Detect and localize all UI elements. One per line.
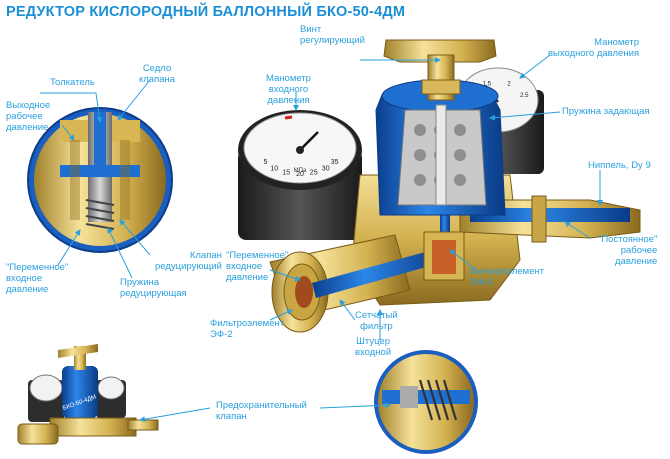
gauge-tick-label: 10	[270, 165, 278, 172]
gauge-tick-label: 2.5	[520, 93, 529, 99]
safety-valve-inset	[374, 350, 478, 454]
spring-housing	[375, 79, 506, 216]
inlet-gauge	[238, 110, 362, 240]
gauge-tick-label: 15	[282, 170, 290, 177]
page-title: РЕДУКТОР КИСЛОРОДНЫЙ БАЛЛОННЫЙ БКО-50-4Д…	[6, 4, 406, 20]
gauge-tick-label: 30	[322, 165, 330, 172]
leader-lines	[40, 54, 603, 423]
gauge-tick-label: 25	[310, 170, 318, 177]
valve-detail-inset	[27, 107, 173, 253]
label-tolkatel: Толкатель	[50, 77, 95, 88]
adjusting-screw	[383, 39, 497, 101]
regulator-thumbnail: БКО-50-4ДМ	[17, 344, 159, 445]
label-pruzhina-zadayushchaya: Пружина задающая	[562, 106, 650, 117]
inlet-gauge-unit: МПа	[294, 168, 307, 174]
gauge-tick-label: 5	[263, 159, 267, 166]
label-nippel: Ниппель, Dy 9	[588, 160, 651, 171]
gauge-tick-label: 35	[331, 159, 339, 166]
gauge-tick-label: 2	[507, 82, 511, 88]
gauge-tick-label: 1.5	[483, 82, 492, 88]
gauge-tick-label: 20	[296, 171, 304, 178]
